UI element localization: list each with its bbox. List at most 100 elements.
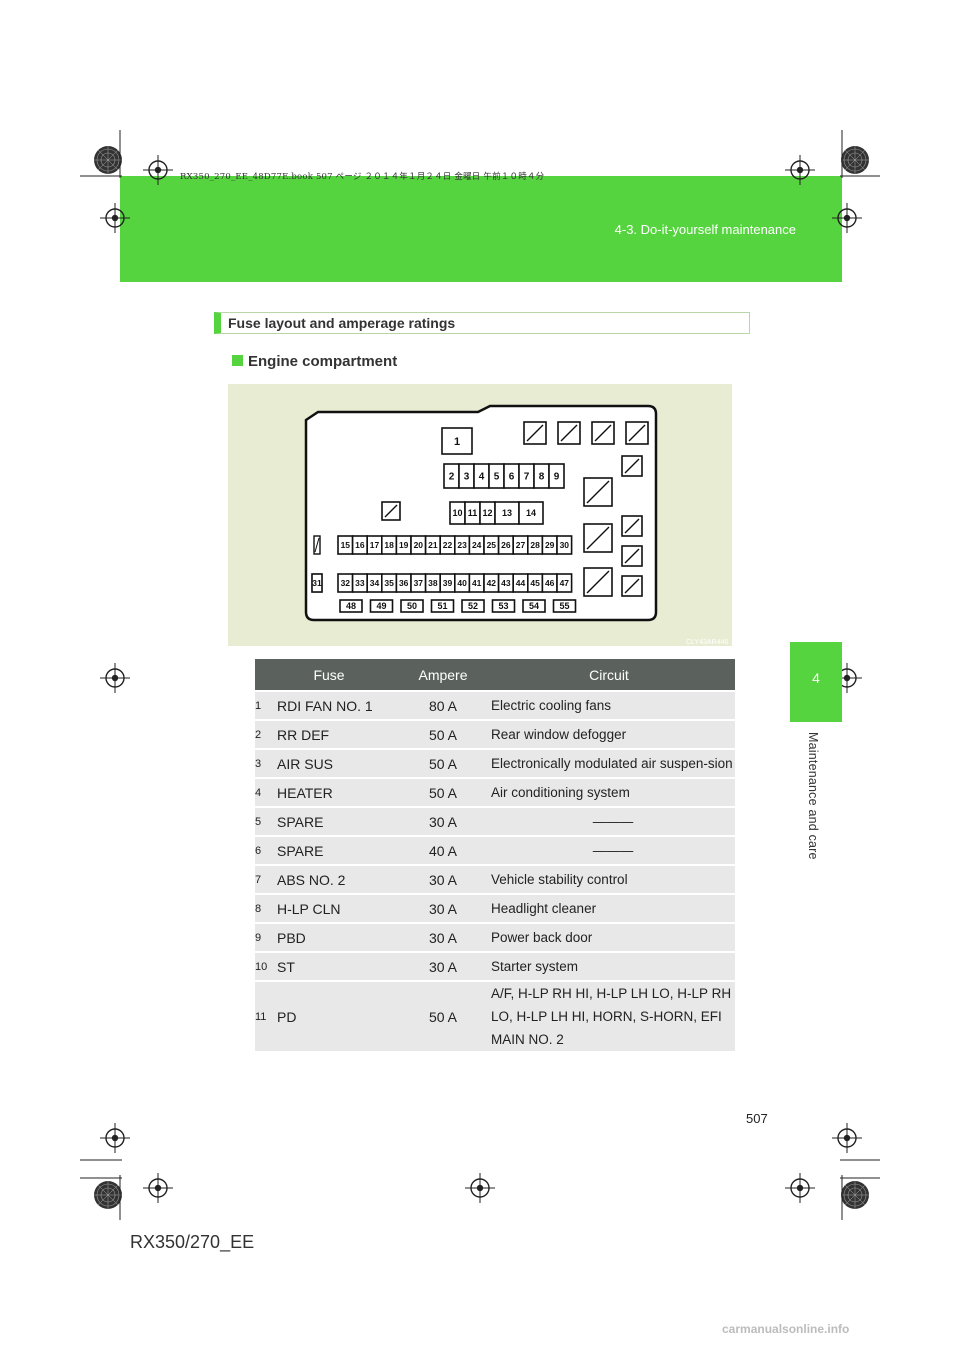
relay-slash xyxy=(624,518,640,534)
fuse-cell-label: 30 xyxy=(560,540,570,550)
subsection-heading: Engine compartment xyxy=(232,353,397,370)
relay-slash xyxy=(384,504,398,518)
fuse-name-cell: SPARE xyxy=(269,835,403,865)
fuse-cell-label: 5 xyxy=(494,472,500,483)
circuit-cell: Starter system xyxy=(483,951,735,981)
fuse-cell-label: 52 xyxy=(468,601,478,611)
fuse-cell-label: 42 xyxy=(487,578,497,588)
fuse-cell-label: 13 xyxy=(502,508,512,518)
fuse-cell-label: 21 xyxy=(428,540,438,550)
fuse-cell xyxy=(522,599,546,613)
fuse-cell-label: 2 xyxy=(449,472,455,483)
fuse-cell xyxy=(556,535,573,555)
fuse-cell xyxy=(518,501,544,525)
fuse-cell-label: 47 xyxy=(560,578,570,588)
circuit-cell: Headlight cleaner xyxy=(483,893,735,923)
fuse-cell-label: 45 xyxy=(530,578,540,588)
ampere-cell: 30 A xyxy=(403,864,483,894)
fuse-cell xyxy=(552,599,577,613)
fuse-cell-label: 53 xyxy=(498,601,508,611)
ampere-cell: 30 A xyxy=(403,951,483,981)
fuse-number-cell: 8 xyxy=(255,893,269,923)
fuse-cell-label: 37 xyxy=(414,578,424,588)
column-header-circuit: Circuit xyxy=(483,659,735,691)
ampere-cell: 40 A xyxy=(403,835,483,865)
chapter-tab: 4 xyxy=(790,642,842,722)
ampere-cell: 50 A xyxy=(403,777,483,807)
fuse-cell-label: 24 xyxy=(472,540,482,550)
circuit-cell: ――― xyxy=(483,806,735,836)
fuse-name-cell: SPARE xyxy=(269,806,403,836)
fuse-cell-label: 18 xyxy=(384,540,394,550)
fuse-name-cell: HEATER xyxy=(269,777,403,807)
fuse-cell xyxy=(556,573,573,593)
fuse-cell-label: 7 xyxy=(524,472,530,483)
relay-slash xyxy=(560,424,578,442)
fuse-cell-label: 4 xyxy=(479,472,485,483)
relay-slash xyxy=(586,570,610,594)
fuse-1-label: 1 xyxy=(454,436,460,448)
header-band xyxy=(120,176,842,282)
fuse-number-cell: 3 xyxy=(255,748,269,778)
fuse-name-cell: AIR SUS xyxy=(269,748,403,778)
fuse-cell-label: 15 xyxy=(341,540,351,550)
fuse-cell-label: 32 xyxy=(341,578,351,588)
fuse-cell-label: 54 xyxy=(529,601,539,611)
fuse-number-cell: 11 xyxy=(255,980,269,1051)
fuse-number-cell: 5 xyxy=(255,806,269,836)
fuse-name-cell: H-LP CLN xyxy=(269,893,403,923)
fuse-cell-label: 10 xyxy=(452,508,462,518)
circuit-cell: Power back door xyxy=(483,922,735,952)
relay-slash xyxy=(526,424,544,442)
fuse-cell xyxy=(430,599,455,613)
fuse-cell-label: 27 xyxy=(516,540,526,550)
fuse-cell xyxy=(461,599,485,613)
fuse-name-cell: PD xyxy=(269,980,403,1051)
fuse-name-cell: PBD xyxy=(269,922,403,952)
fuse-name-cell: RDI FAN NO. 1 xyxy=(269,690,403,720)
circuit-cell: Electric cooling fans xyxy=(483,690,735,720)
fuse-cell-label: 41 xyxy=(472,578,482,588)
fuse-number-cell: 10 xyxy=(255,951,269,981)
fuse-cell-label: 6 xyxy=(509,472,515,483)
fuse-cell xyxy=(400,599,424,613)
fuse-cell-label: 17 xyxy=(370,540,380,550)
fuse-cell-label: 11 xyxy=(468,508,478,518)
chapter-tab-number: 4 xyxy=(812,670,820,686)
ampere-cell: 50 A xyxy=(403,748,483,778)
circuit-cell: Electronically modulated air suspen-sion xyxy=(483,748,735,778)
square-bullet-icon xyxy=(232,355,243,366)
fuse-cell-label: 14 xyxy=(526,508,536,518)
fuse-number-cell: 9 xyxy=(255,922,269,952)
fuse-cell-label: 34 xyxy=(370,578,380,588)
ampere-cell: 30 A xyxy=(403,922,483,952)
fuse-cell-label: 8 xyxy=(539,472,545,483)
fuse-cell-label: 39 xyxy=(443,578,453,588)
fuse-name-cell: ABS NO. 2 xyxy=(269,864,403,894)
model-name: RX350/270_EE xyxy=(130,1232,255,1252)
fuse-1 xyxy=(441,427,473,455)
fuse-cell-label: 35 xyxy=(384,578,394,588)
page-number: 507 xyxy=(746,1111,768,1126)
fuse-cell-label: 23 xyxy=(457,540,467,550)
fuse-cell-label: 49 xyxy=(376,601,386,611)
fuse-cell-label: 16 xyxy=(355,540,365,550)
fuse-cell xyxy=(369,599,394,613)
chapter-side-label: Maintenance and care xyxy=(806,732,826,882)
fuse-cell-label: 26 xyxy=(501,540,511,550)
section-heading: Fuse layout and amperage ratings xyxy=(214,312,750,334)
ampere-cell: 30 A xyxy=(403,806,483,836)
fuse-cell-label: 40 xyxy=(457,578,467,588)
table-header-row: Fuse Ampere Circuit xyxy=(255,659,735,691)
fuse-number-cell: 7 xyxy=(255,864,269,894)
